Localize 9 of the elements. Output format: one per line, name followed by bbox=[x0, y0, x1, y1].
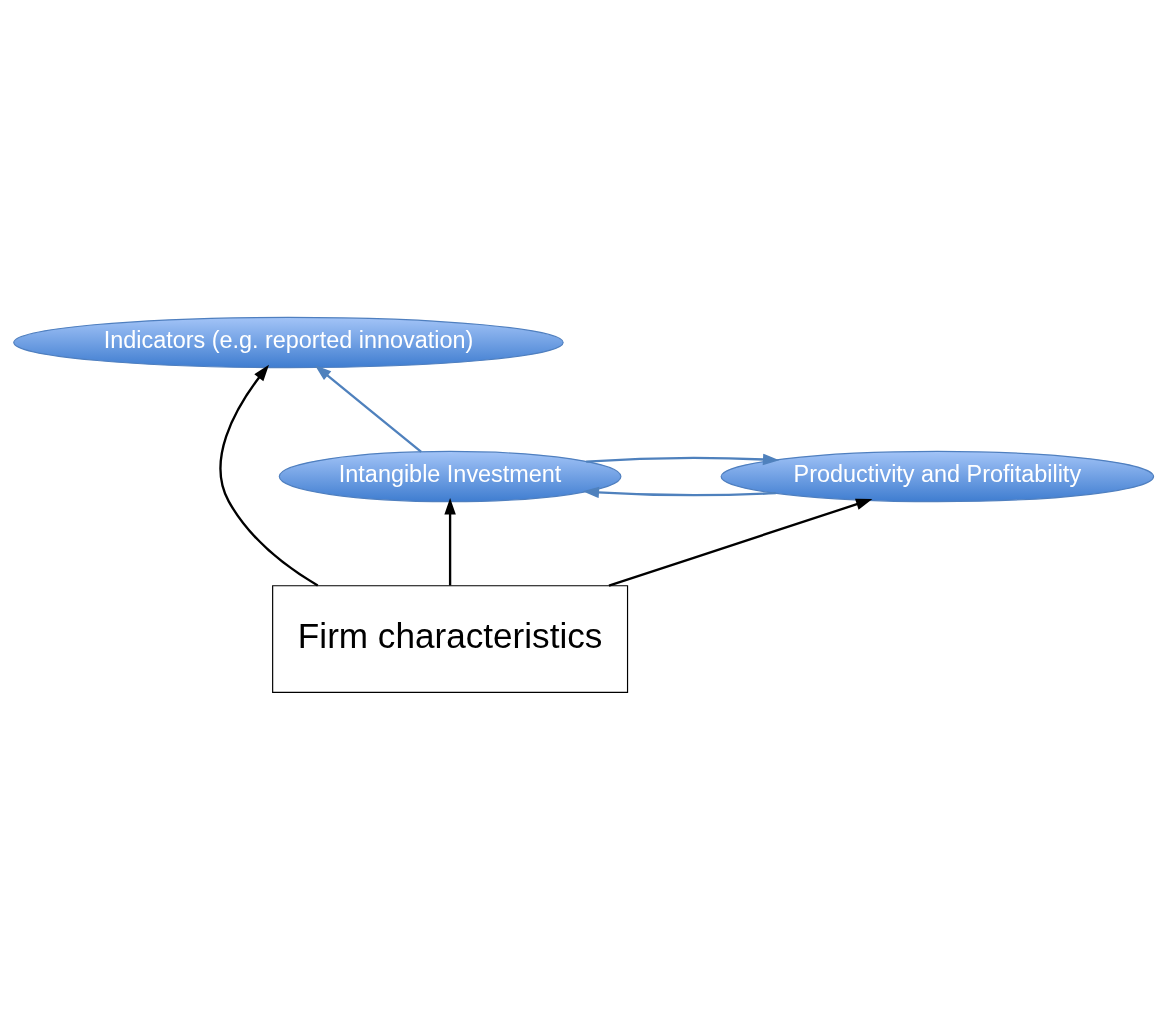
arrow bbox=[444, 498, 456, 586]
node-ellipse: Intangible Investment bbox=[278, 450, 622, 503]
arrow bbox=[586, 453, 780, 466]
node-box: Firm characteristics bbox=[272, 585, 629, 693]
node-ellipse: Indicators (e.g. reported innovation) bbox=[13, 316, 564, 369]
arrow bbox=[219, 364, 319, 587]
arrow bbox=[582, 486, 776, 499]
arrow bbox=[314, 365, 422, 453]
arrow bbox=[608, 498, 873, 587]
